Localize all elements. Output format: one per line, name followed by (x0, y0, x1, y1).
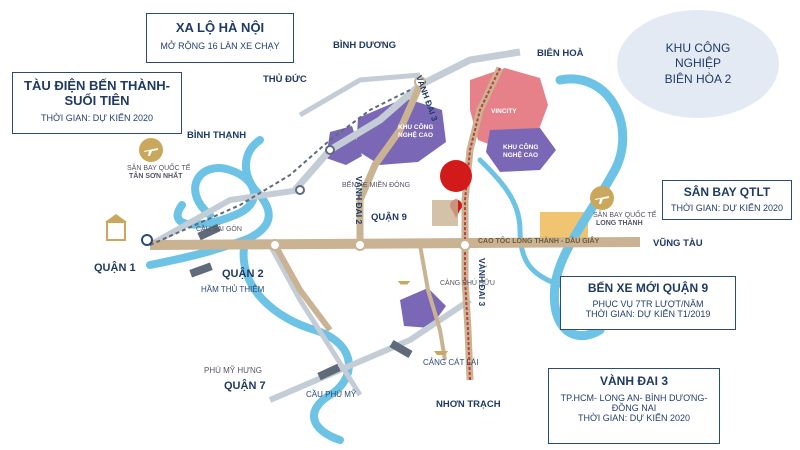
callout-title: VÀNH ĐAI 3 (599, 374, 668, 388)
callout-subtitle-line2: THỜI GIAN: DỰ KIẾN T1/2019 (585, 309, 711, 320)
label-binh-duong: BÌNH DƯƠNG (333, 40, 396, 51)
callout-industrial-park: KHU CÔNG NGHIỆP BIÊN HÒA 2 (617, 10, 779, 118)
label-ham-thu-thiem: HẦM THỦ THIÊM (201, 285, 265, 294)
road-district-9 (418, 244, 447, 361)
label-quan-2: QUẬN 2 (222, 268, 264, 280)
label-vung-tau: VŨNG TÀU (653, 238, 703, 249)
callout-title: BẾN XE MỚI QUẬN 9 (587, 281, 709, 295)
river-south (239, 236, 353, 444)
label-vincity: VINCITY (491, 108, 517, 115)
phu-my-bridge (317, 363, 341, 381)
callout-hanoi-highway: XA LỘ HÀ NỘI MỞ RỘNG 16 LÀN XE CHẠY (146, 13, 294, 63)
interchange-node (354, 239, 366, 251)
highway-phu-my (268, 297, 472, 403)
interchange-node (269, 239, 281, 251)
label-cang-phu-huu: CẢNG PHÚ HỮU (440, 280, 495, 287)
airplane-icon (590, 186, 614, 210)
callout-subtitle: PHỤC VỤ 7TR LƯỢT/NĂM (592, 298, 704, 309)
label-thu-duc: THỦ ĐỨC (263, 74, 307, 85)
label-hi-tech-park-1: KHU CÔNG (398, 124, 434, 131)
airplane-icon (139, 138, 163, 162)
ring-road-2 (356, 83, 424, 245)
river-main (146, 136, 273, 269)
callout-subtitle: TP.HCM- LONG AN- BÌNH DƯƠNG- (560, 392, 708, 403)
label-quan-9: QUẬN 9 (371, 212, 407, 223)
secondary-road (272, 243, 333, 332)
callout-subtitle: THỜI GIAN: DỰ KIẾN 2020 (41, 112, 153, 123)
callout-subtitle: MỞ RỘNG 16 LÀN XE CHẠY (160, 40, 280, 51)
callout-subtitle-line2: ĐỒNG NAI (611, 403, 657, 414)
label-quan-1: QUẬN 1 (94, 262, 136, 274)
callout-subtitle: THỜI GIAN: DỰ KIẾN 2020 (671, 202, 783, 213)
interchange-node (414, 76, 426, 88)
callout-line3: BIÊN HÒA 2 (664, 71, 732, 86)
callout-line2: NGHIỆP (674, 56, 721, 71)
callout-title-line2: SUỐI TIÊN (64, 92, 130, 108)
label-lt-airport-1: SÂN BAY QUỐC TẾ (593, 212, 657, 219)
callout-ring-road-3: VÀNH ĐAI 3 TP.HCM- LONG AN- BÌNH DƯƠNG- … (548, 368, 720, 444)
callout-subtitle-line3: THỜI GIAN: DỰ KIẾN 2020 (578, 413, 690, 424)
label-cang-cat-lai: CẢNG CÁT LÁI (423, 358, 479, 367)
metro-line (149, 89, 411, 246)
callout-airport: SÂN BAY QTLT THỜI GIAN: DỰ KIẾN 2020 (662, 180, 792, 220)
ring-road-3-rail (464, 67, 501, 381)
label-cau-phu-my: CẦU PHÚ MỸ (306, 390, 357, 399)
industrial-park-purple-zone (486, 128, 556, 172)
label-hi-tech-park-2: NGHỆ CAO (398, 132, 434, 139)
label-vanh-dai-2: VÀNH ĐAI 2 (354, 176, 364, 225)
label-industrial-zone-2: NGHỆ CAO (503, 152, 539, 159)
saigon-bridge (197, 223, 221, 241)
label-ben-xe-mien-dong: BẾN XE MIỀN ĐÔNG (342, 182, 411, 189)
interchange-node (295, 185, 305, 195)
building-icon (105, 214, 127, 241)
cat-lai-bridge (389, 340, 413, 358)
label-quan-7: QUẬN 7 (224, 380, 266, 392)
ferry-icon (434, 351, 448, 355)
label-expressway: CAO TỐC LONG THÀNH - DẦU GIÂY (478, 238, 600, 245)
callout-title: TÀU ĐIỆN BẾN THÀNH- (24, 78, 170, 93)
label-nhon-trach: NHƠN TRẠCH (436, 399, 501, 410)
label-industrial-zone-1: KHU CÔNG (503, 144, 539, 151)
label-tsn-airport-2: TÂN SƠN NHẤT (129, 173, 183, 180)
label-phu-my-hung: PHÚ MỸ HƯNG (204, 366, 262, 375)
label-tsn-airport-1: SÂN BAY QUỐC TẾ (127, 165, 191, 172)
project-location-marker (440, 160, 472, 192)
interchange-node (459, 239, 471, 251)
label-binh-thanh: BÌNH THẠNH (187, 130, 247, 141)
river-branch (477, 157, 563, 288)
callout-title: SÂN BAY QTLT (683, 185, 771, 199)
hanoi-highway (292, 48, 521, 193)
highway-west (148, 187, 301, 248)
label-vanh-dai-3-south: VÀNH ĐAI 3 (477, 258, 487, 307)
interchange-node (325, 145, 335, 155)
long-thanh-expressway (149, 237, 641, 250)
metro-station-icon (141, 234, 153, 246)
callout-title: XA LỘ HÀ NỘI (175, 20, 265, 35)
highway-south (267, 243, 363, 397)
bus-terminal-block (432, 200, 458, 226)
thu-thiem-tunnel (189, 262, 213, 278)
label-cau-sai-gon: CẦU SÀI GÒN (196, 226, 242, 233)
label-lt-airport-2: LONG THÀNH (596, 220, 643, 227)
callout-metro-line: TÀU ĐIỆN BẾN THÀNH- SUỐI TIÊN THỜI GIAN:… (12, 72, 182, 134)
ferry-icon (397, 281, 411, 285)
callout-line1: KHU CÔNG (665, 40, 731, 55)
callout-bus-terminal: BẾN XE MỚI QUẬN 9 PHỤC VỤ 7TR LƯỢT/NĂM T… (560, 276, 736, 330)
label-bien-hoa: BIÊN HOÀ (537, 48, 584, 59)
highway-binh-duong (298, 72, 421, 118)
